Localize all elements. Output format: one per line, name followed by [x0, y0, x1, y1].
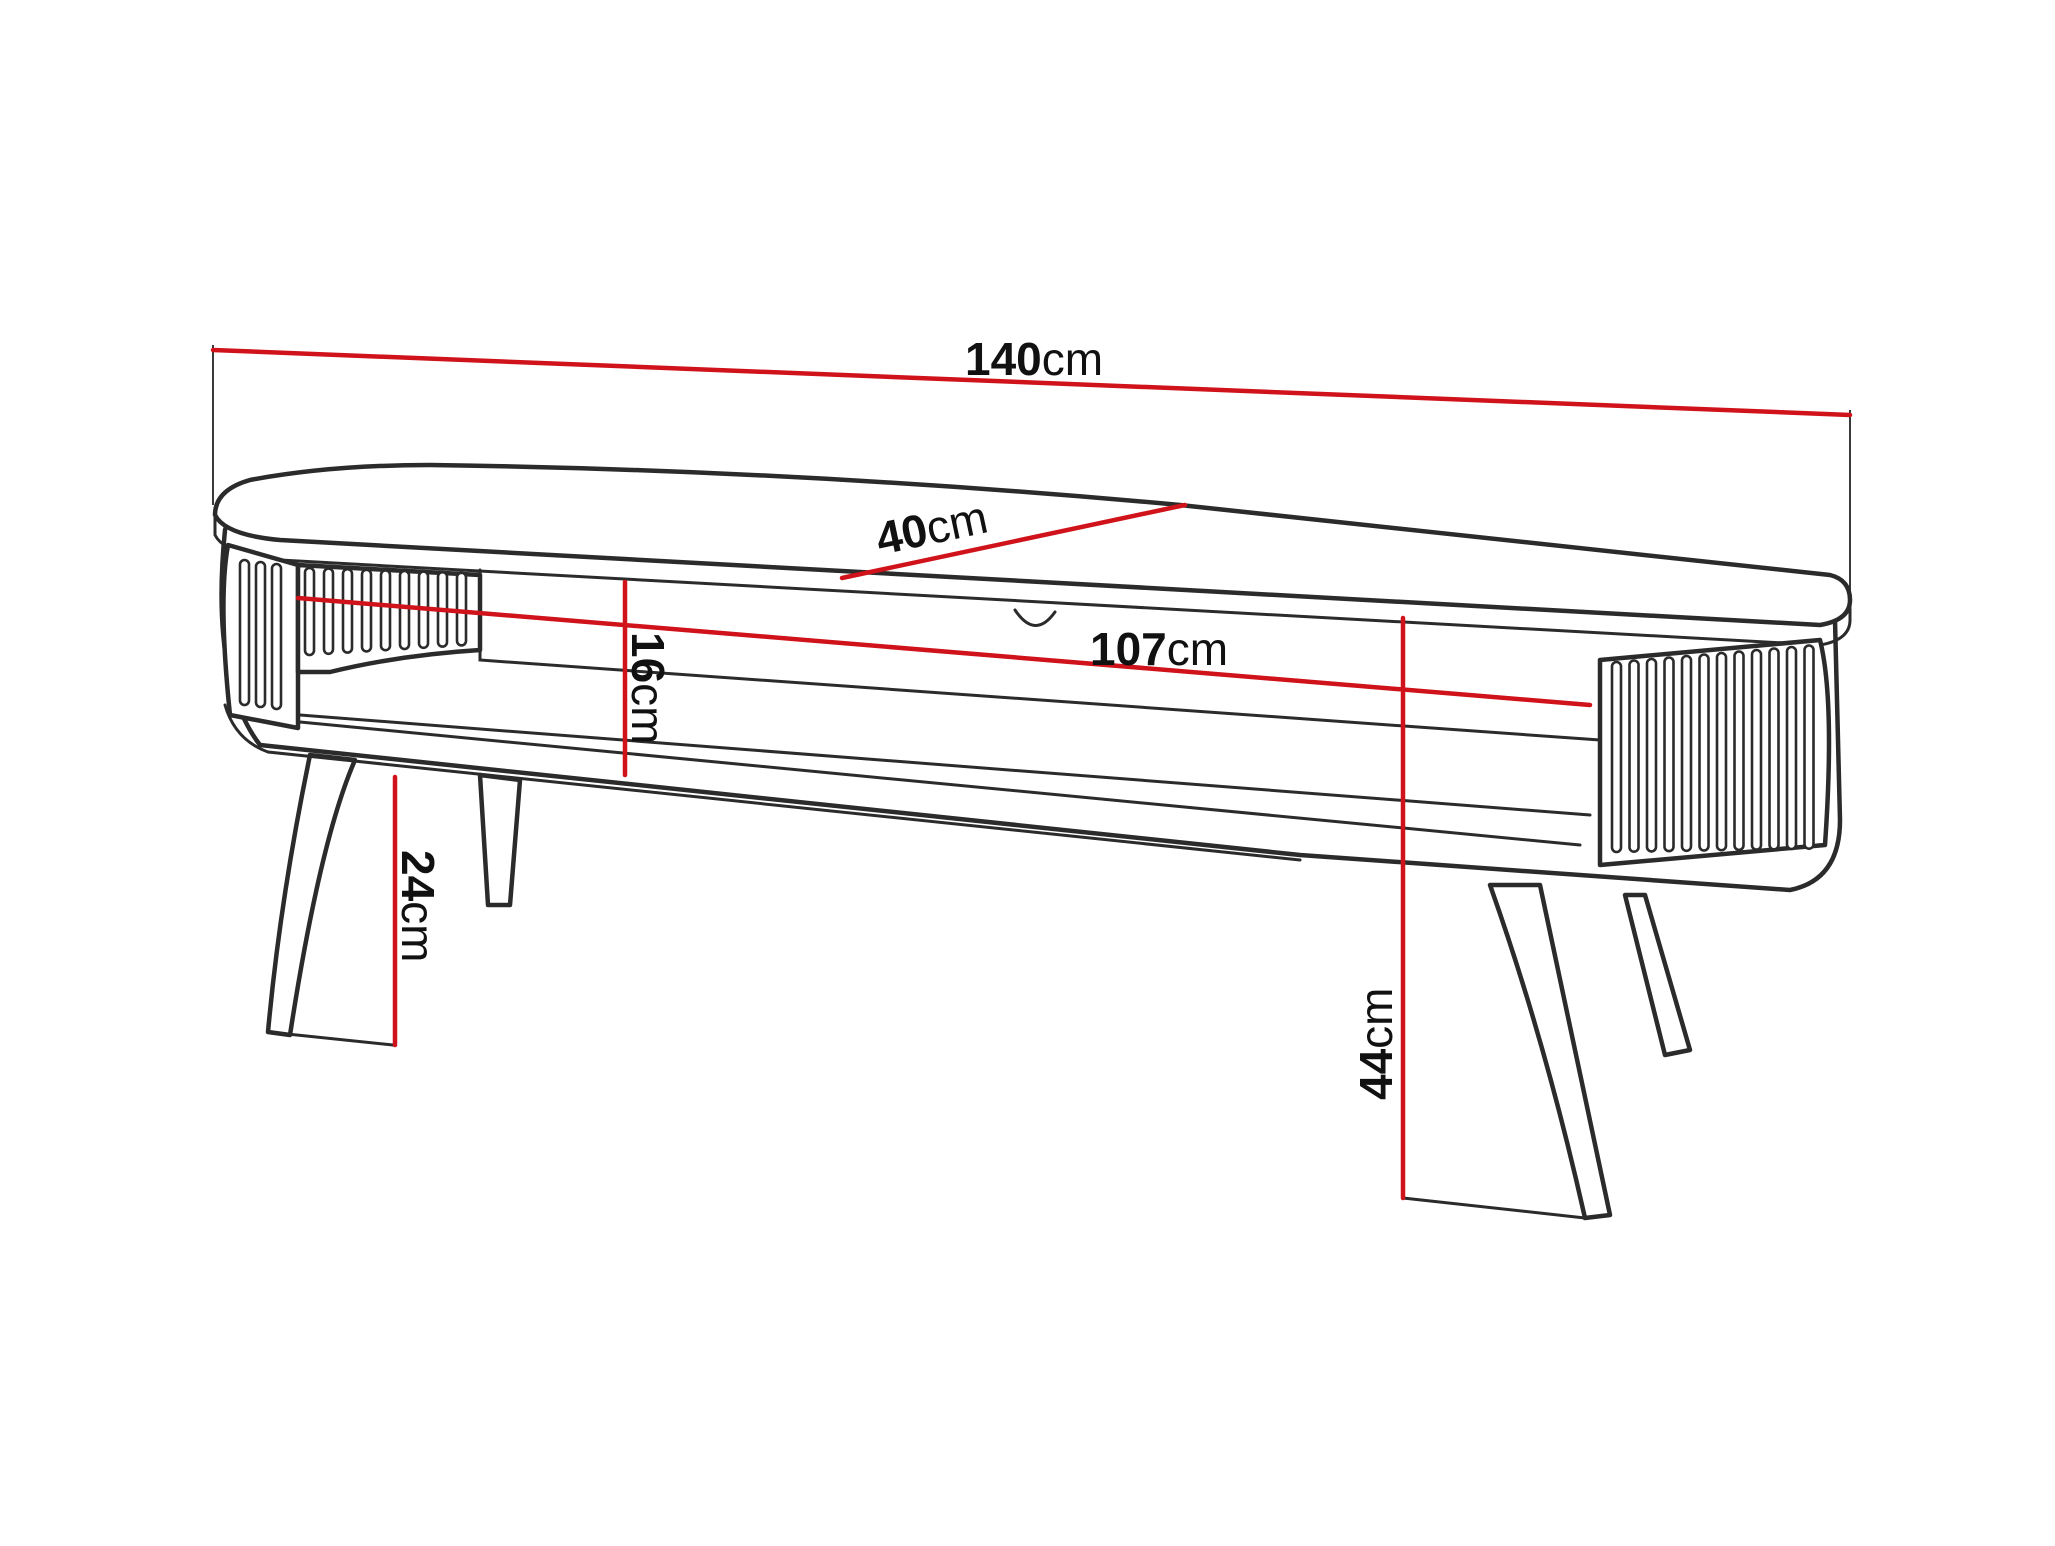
- base-edge-line: [298, 720, 1582, 847]
- right-door-slat: [1785, 645, 1798, 851]
- right-door-slat: [1645, 657, 1658, 853]
- right-door-slat: [1610, 660, 1623, 854]
- right-door-slat: [1698, 653, 1710, 852]
- dim-line-inner-length: [295, 595, 1593, 708]
- label-shelf-height: 16cm: [622, 632, 674, 745]
- left-inner-slat: [360, 568, 373, 653]
- leg-back-right: [1622, 892, 1693, 1058]
- left-door-slat: [254, 560, 267, 709]
- right-door-slat: [1715, 651, 1728, 852]
- label-total-height: 44cm: [1350, 988, 1402, 1101]
- cable-hole: [1013, 608, 1057, 627]
- left-inner-slat: [379, 569, 392, 652]
- left-slats: [238, 558, 468, 711]
- leg-front-right: [1487, 882, 1613, 1221]
- right-door-slat: [1768, 647, 1780, 851]
- right-door-slat: [1750, 648, 1763, 851]
- left-door-slat: [238, 558, 251, 707]
- right-door-slat: [1803, 644, 1815, 850]
- top-slab: [212, 462, 1853, 628]
- left-inner-slat: [322, 567, 335, 656]
- left-inner-slat: [341, 567, 354, 654]
- left-inner-slat: [398, 569, 411, 651]
- label-inner-length: 107cm: [1090, 623, 1228, 675]
- legs: [265, 752, 1693, 1221]
- label-depth: 40cm: [871, 491, 992, 565]
- floor-line-left: [266, 1030, 395, 1047]
- label-overall-length: 140cm: [965, 333, 1103, 385]
- right-slats: [1610, 644, 1815, 854]
- left-door-slat: [270, 562, 283, 711]
- leg-back-left: [477, 772, 523, 908]
- right-door-slat: [1680, 654, 1693, 853]
- leg-front-left: [265, 752, 358, 1038]
- floor-line-right: [1401, 1196, 1587, 1220]
- right-door-slat: [1628, 659, 1640, 853]
- left-inner-slat: [303, 566, 316, 657]
- dim-line-depth: [839, 502, 1188, 581]
- dim-line-overall-length: [210, 347, 1853, 418]
- right-door-slat: [1663, 656, 1675, 853]
- dimension-lines: [210, 347, 1853, 1201]
- label-leg-height: 24cm: [392, 850, 444, 963]
- right-door-slat: [1733, 650, 1745, 852]
